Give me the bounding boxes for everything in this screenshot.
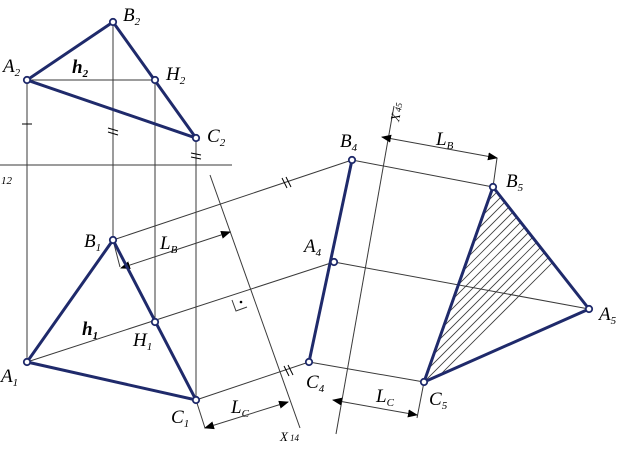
hatch-line xyxy=(424,187,589,382)
triangle-view5 xyxy=(421,183,592,385)
labels: B2 A2 h2 H2 C2 12 B1 LB h1 H1 A1 C1 LC X… xyxy=(0,5,617,444)
label-c5: C5 xyxy=(429,389,448,412)
hatch-line xyxy=(424,187,582,382)
label-a4: A4 xyxy=(302,236,322,259)
hatch-line xyxy=(424,187,528,382)
point-c4 xyxy=(304,357,314,367)
dimension-lines xyxy=(112,134,498,430)
label-h1-lower: h1 xyxy=(82,319,98,342)
projection-b1-b4 xyxy=(112,159,353,241)
point-c2 xyxy=(191,133,201,143)
hatch-line xyxy=(424,187,456,382)
projection-a4-a5 xyxy=(333,261,590,310)
label-lc-view5: LC xyxy=(375,386,395,409)
label-x45: X45 xyxy=(387,101,405,124)
hatch-line xyxy=(424,187,564,382)
hatch-line xyxy=(179,180,419,420)
dim-lc-view1 xyxy=(204,400,289,430)
hatch-line xyxy=(424,187,589,382)
projection-b4-b5 xyxy=(351,159,494,188)
hatch-line xyxy=(424,187,510,382)
right-angle-dot xyxy=(239,300,243,304)
label-b5: B5 xyxy=(506,171,524,194)
label-b2: B2 xyxy=(123,5,141,28)
hatch-line xyxy=(424,187,447,382)
label-lc-view1: LC xyxy=(230,397,250,420)
point-c1 xyxy=(191,395,201,405)
tick-marks xyxy=(22,123,294,377)
hatch-line xyxy=(424,187,501,382)
label-c1: C1 xyxy=(171,407,189,430)
triangle-view1 xyxy=(24,237,199,403)
label-x12-sub: 12 xyxy=(1,175,13,187)
label-c2: C2 xyxy=(207,126,226,149)
point-a5 xyxy=(584,304,594,314)
hatch-line xyxy=(424,187,465,382)
axis-x14 xyxy=(209,174,301,429)
label-b4: B4 xyxy=(340,131,358,154)
hatch-line xyxy=(424,187,589,382)
label-h2-upper: H2 xyxy=(165,64,186,87)
horizontal-h1 xyxy=(26,261,335,363)
label-c4: C4 xyxy=(306,372,325,395)
label-h2-lower: h2 xyxy=(72,57,89,80)
dim-lc-view1-ext xyxy=(195,399,206,429)
label-lb-view1: LB xyxy=(159,233,178,256)
label-h1-upper: H1 xyxy=(132,330,152,353)
point-h1 xyxy=(150,317,160,327)
point-b5 xyxy=(488,182,498,192)
hatch-pattern xyxy=(170,180,589,420)
hatch-line xyxy=(424,187,589,382)
right-angle-mark xyxy=(231,299,248,312)
axis-x45 xyxy=(335,105,395,435)
point-h2 xyxy=(150,75,160,85)
point-c5 xyxy=(419,377,429,387)
dim-lc-view5 xyxy=(332,397,418,418)
point-b4 xyxy=(347,155,357,165)
projection-c1-c4 xyxy=(195,361,310,401)
label-a5: A5 xyxy=(597,304,617,327)
label-lb-view5: LB xyxy=(435,129,454,152)
dim-lc-view5-ext xyxy=(416,381,425,419)
point-a2 xyxy=(22,75,32,85)
point-a1 xyxy=(22,357,32,367)
hatch-line xyxy=(424,187,537,382)
label-a1: A1 xyxy=(0,366,18,389)
hatch-line xyxy=(424,187,483,382)
hatch-line xyxy=(424,187,474,382)
dim-lb-view5 xyxy=(381,134,498,161)
dim-lb-view1 xyxy=(120,231,231,269)
point-b2 xyxy=(108,17,118,27)
label-a2: A2 xyxy=(1,56,21,79)
label-b1: B1 xyxy=(84,231,101,254)
construction-lines xyxy=(0,22,590,435)
projection-c4-c5 xyxy=(308,361,425,383)
hatch-line xyxy=(424,187,555,382)
hatch-line xyxy=(424,187,492,382)
point-b1 xyxy=(108,235,118,245)
points xyxy=(22,17,594,405)
dim-lb-view5-ext1 xyxy=(492,157,498,188)
point-a4 xyxy=(329,257,339,267)
hatch-line xyxy=(170,180,410,420)
